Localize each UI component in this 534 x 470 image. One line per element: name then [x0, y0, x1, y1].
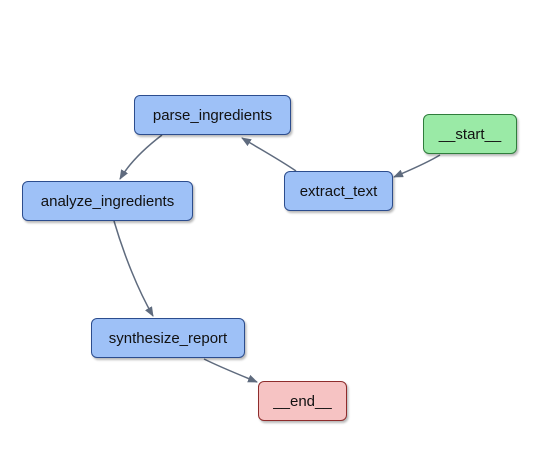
node-label: parse_ingredients — [152, 106, 273, 124]
node-analyze-ingredients[interactable]: analyze_ingredients — [22, 181, 193, 221]
node-parse-ingredients[interactable]: parse_ingredients — [134, 95, 291, 135]
node-label: __start__ — [438, 125, 502, 143]
node-end[interactable]: __end__ — [258, 381, 347, 421]
edge-extract-text-to-parse-ingredients — [241, 137, 297, 172]
node-label: synthesize_report — [108, 329, 228, 347]
edge-parse-ingredients-to-analyze-ingredients — [119, 134, 163, 180]
node-label: extract_text — [299, 182, 378, 200]
edge-start-to-extract-text — [393, 154, 441, 178]
edge-analyze-ingredients-to-synthesize-report — [113, 220, 154, 317]
edge-synthesize-report-to-end — [203, 358, 258, 383]
node-start[interactable]: __start__ — [423, 114, 517, 154]
node-label: __end__ — [273, 392, 332, 410]
node-synthesize-report[interactable]: synthesize_report — [91, 318, 245, 358]
node-label: analyze_ingredients — [40, 192, 175, 210]
node-extract-text[interactable]: extract_text — [284, 171, 393, 211]
